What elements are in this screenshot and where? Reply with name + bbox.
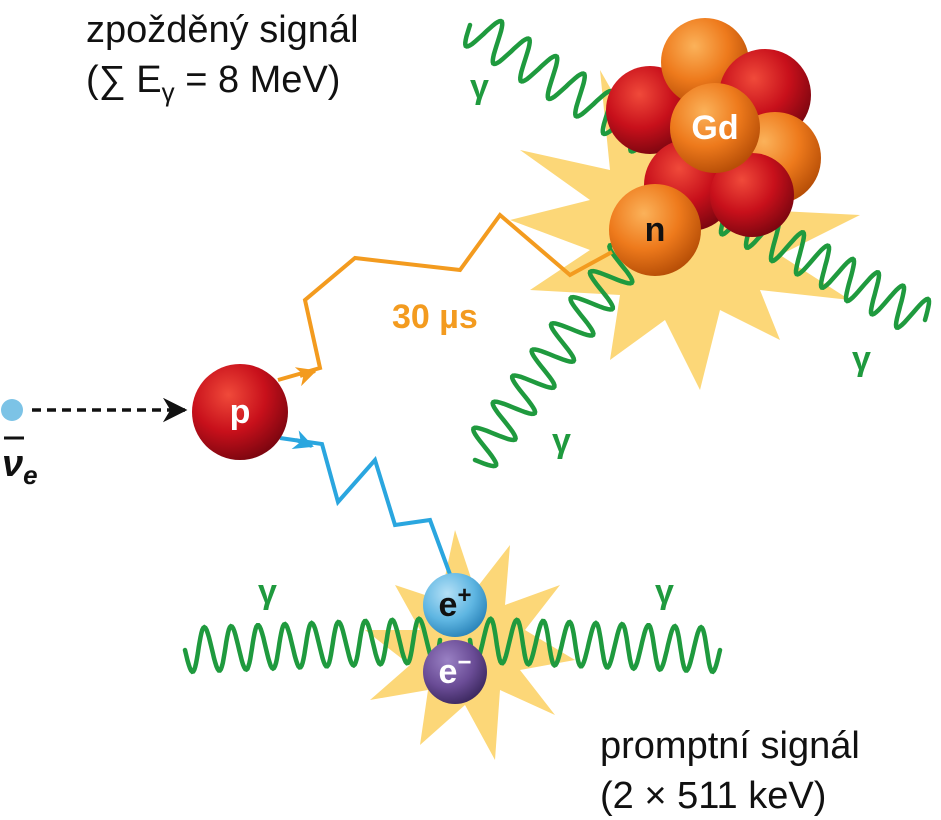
prompt-signal-energy: (2 × 511 keV) [600, 775, 826, 817]
gamma-label-top: γ [470, 68, 489, 106]
gadolinium-label: Gd [691, 109, 738, 147]
positron-label: e+ [439, 582, 472, 625]
gamma-wave-bottom-right [467, 616, 723, 675]
antineutrino-dot [1, 399, 23, 421]
antineutrino-label: νe [2, 443, 38, 490]
positron-path [279, 436, 457, 589]
gamma-label-bottom-left: γ [258, 573, 277, 611]
neutron-path-arrowhead [294, 367, 317, 387]
neutron-label: n [645, 211, 666, 249]
proton-label: p [230, 393, 251, 431]
gamma-label-right: γ [852, 340, 871, 378]
positron-path-arrowhead [291, 430, 314, 450]
neutron-path [277, 212, 613, 382]
electron-label: e− [439, 649, 472, 692]
prompt-signal-title: promptní signál [600, 725, 860, 767]
delay-time-label: 30 µs [392, 298, 478, 336]
delayed-signal-title: zpožděný signál [86, 9, 359, 51]
gamma-wave-bottom-left [182, 616, 443, 675]
neutron [609, 184, 701, 276]
positron [423, 573, 487, 637]
gamma-label-lower: γ [552, 422, 571, 460]
delayed-signal-energy: (∑ Eγ = 8 MeV) [86, 59, 340, 107]
gamma-wave-lower [471, 216, 654, 469]
electron [423, 640, 487, 704]
gadolinium-nucleus [606, 18, 821, 237]
gamma-label-bottom-right: γ [655, 573, 674, 611]
proton [192, 364, 288, 460]
